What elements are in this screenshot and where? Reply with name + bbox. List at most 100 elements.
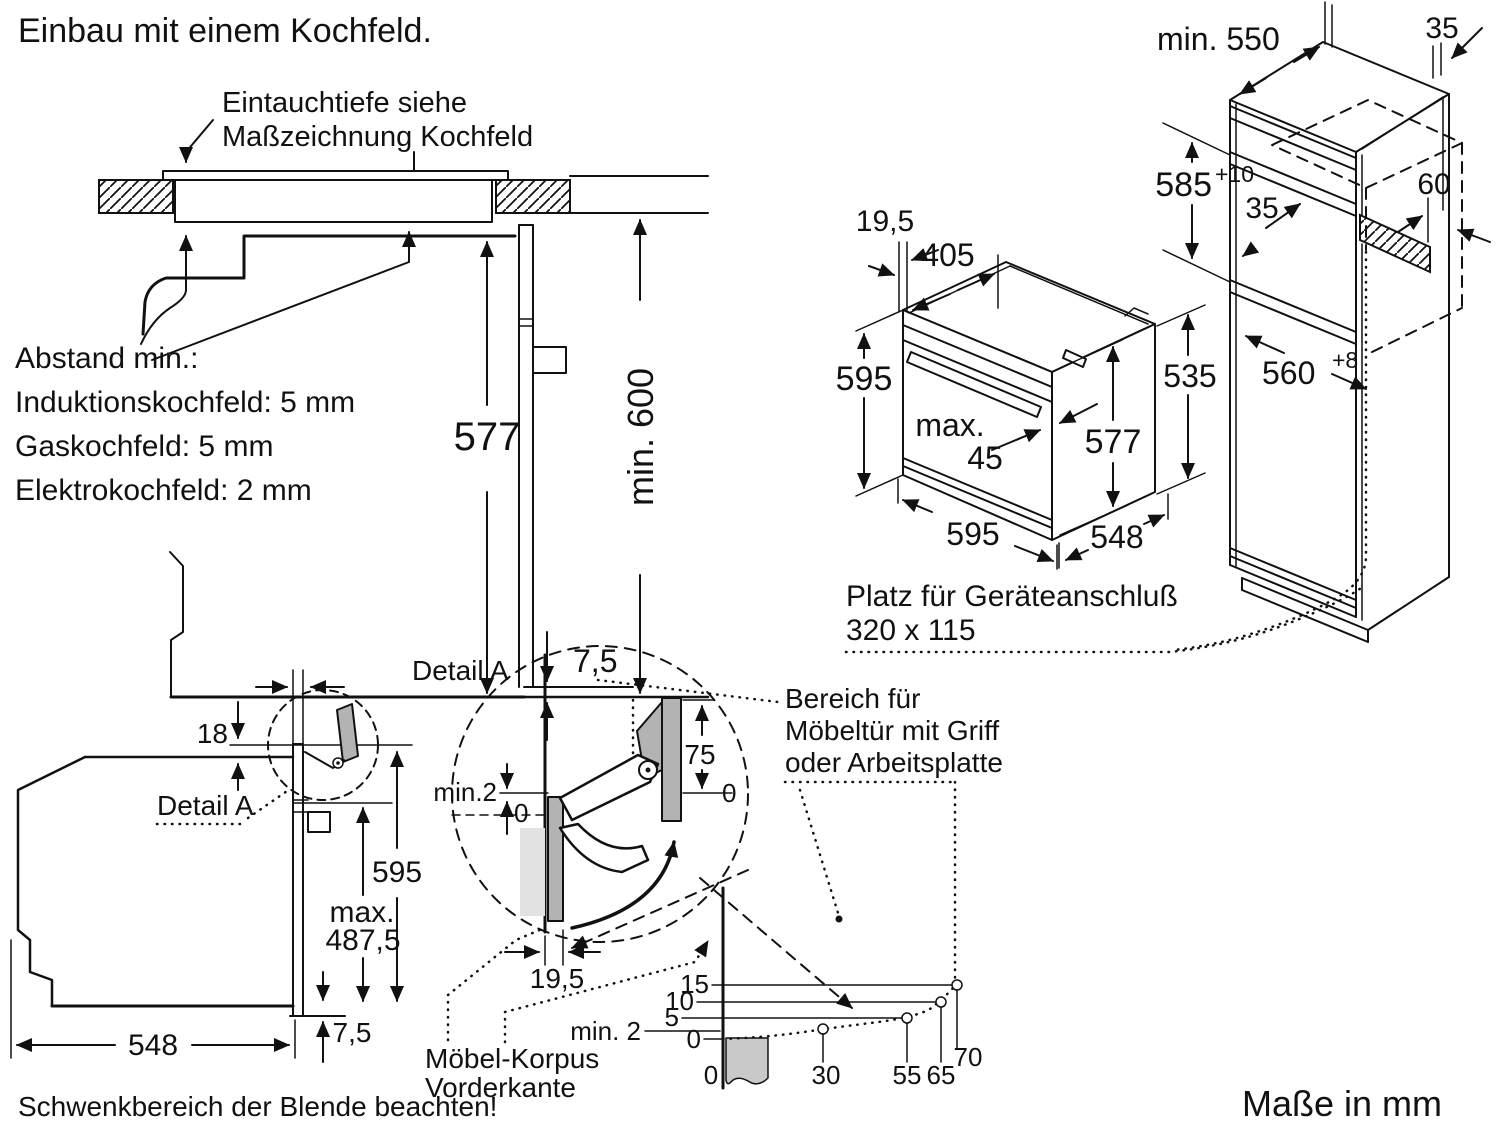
korpus-block bbox=[725, 1037, 769, 1085]
platz-label-line2: 320 x 115 bbox=[846, 614, 976, 647]
dim-min550: min. 550 bbox=[1157, 1, 1333, 95]
xlabel-30: 30 bbox=[812, 1060, 841, 1090]
abstand-title: Abstand min.: bbox=[15, 342, 198, 375]
hob-body bbox=[174, 179, 493, 223]
svg-text:+10: +10 bbox=[1215, 161, 1254, 187]
ylabel-15: 15 bbox=[680, 969, 709, 999]
ylabel-min2: min. 2 bbox=[570, 1016, 641, 1046]
svg-text:595: 595 bbox=[836, 360, 893, 398]
ylabel-10: 10 bbox=[665, 986, 694, 1016]
furniture-door-bar bbox=[661, 697, 682, 822]
cabinet-plinth bbox=[1229, 564, 1450, 643]
eintauchtiefe-note-line1: Eintauchtiefe siehe bbox=[222, 87, 467, 119]
svg-text:19,5: 19,5 bbox=[856, 205, 914, 238]
detail-a-ref-label: Detail A bbox=[157, 790, 254, 821]
dim-35-shelf: 35 bbox=[1242, 192, 1301, 257]
svg-text:0: 0 bbox=[722, 778, 736, 808]
side-grip-cutout bbox=[1062, 349, 1087, 368]
hinge-flap bbox=[336, 703, 359, 763]
dim-595-width: 595 bbox=[897, 478, 1058, 570]
oven-door-handle bbox=[906, 351, 1042, 418]
dim-577-oven: 577 bbox=[1059, 339, 1142, 536]
dim-max45: max. 45 bbox=[915, 403, 1098, 476]
dim-min600: min. 600 bbox=[620, 219, 661, 694]
xlabel-70: 70 bbox=[954, 1042, 983, 1072]
swing-range-chart: 15 10 5 min. 2 0 0 30 55 65 70 bbox=[570, 886, 983, 1090]
svg-text:min. 550: min. 550 bbox=[1157, 21, 1280, 57]
dim-35-wall: 35 bbox=[1425, 12, 1483, 79]
dim-585: 585 +10 bbox=[1155, 122, 1254, 283]
dim-577-left: 577 bbox=[454, 241, 520, 694]
dim-548-side: 548 bbox=[10, 939, 296, 1062]
side-knob bbox=[307, 811, 331, 833]
svg-text:18: 18 bbox=[197, 718, 228, 749]
abstand-induktion: Induktionskochfeld: 5 mm bbox=[15, 386, 355, 419]
detail-a-title: Detail A bbox=[412, 655, 509, 686]
svg-text:595: 595 bbox=[946, 516, 999, 552]
svg-text:35: 35 bbox=[1425, 12, 1458, 45]
cabinet-drawing: min. 550 35 585 +10 35 60 bbox=[1155, 1, 1491, 652]
detail-a-circle bbox=[451, 645, 749, 943]
svg-text:487,5: 487,5 bbox=[325, 924, 400, 957]
dim-60: 60 bbox=[1397, 168, 1491, 243]
svg-text:405: 405 bbox=[921, 237, 974, 273]
svg-text:7,5: 7,5 bbox=[573, 643, 617, 679]
xlabel-0: 0 bbox=[704, 1060, 718, 1090]
svg-text:548: 548 bbox=[128, 1029, 178, 1062]
svg-text:585: 585 bbox=[1155, 166, 1212, 204]
oven-front-panel bbox=[518, 224, 567, 688]
svg-text:535: 535 bbox=[1163, 358, 1216, 394]
dim-75-left: 7,5 bbox=[540, 631, 617, 741]
svg-text:60: 60 bbox=[1417, 168, 1450, 201]
svg-text:35: 35 bbox=[1245, 192, 1278, 225]
oven-3d-drawing: 19,5 405 595 535 max. 45 bbox=[836, 205, 1366, 654]
page-title: Einbau mit einem Kochfeld. bbox=[18, 12, 432, 50]
cabinet-shelves bbox=[1229, 105, 1357, 609]
dim-75-detail: 75 0 bbox=[682, 699, 736, 808]
swing-arrow bbox=[570, 840, 679, 930]
door-shadow bbox=[520, 828, 545, 916]
oven-knob bbox=[532, 346, 567, 374]
dim-535-side: 535 bbox=[1156, 304, 1217, 495]
svg-text:19,5: 19,5 bbox=[530, 963, 585, 994]
worktop-hatch-right bbox=[495, 179, 571, 214]
dim-4875: max. 487,5 bbox=[292, 802, 401, 1002]
units-note: Maße in mm bbox=[1242, 1083, 1442, 1124]
blende-panel bbox=[289, 669, 346, 1017]
svg-text:Möbeltür mit Griff: Möbeltür mit Griff bbox=[785, 715, 999, 746]
svg-text:7,5: 7,5 bbox=[333, 1017, 372, 1048]
schwenk-note: Schwenkbereich der Blende beachten! bbox=[18, 1091, 497, 1122]
cable-dotted-path bbox=[1172, 250, 1368, 652]
korpus-label: Möbel-Korpus Vorderkante bbox=[425, 927, 710, 1103]
dim-min2: min.2 0 bbox=[433, 763, 549, 835]
svg-text:max.: max. bbox=[915, 407, 984, 443]
svg-text:max.: max. bbox=[329, 896, 394, 929]
worktop-hatch-left bbox=[98, 179, 174, 214]
abstand-elektro: Elektrokochfeld: 2 mm bbox=[15, 474, 312, 507]
abstand-gas: Gaskochfeld: 5 mm bbox=[15, 430, 273, 463]
connection-hatch-strip bbox=[1359, 213, 1431, 274]
dim-595-height: 595 bbox=[836, 309, 904, 497]
svg-text:75: 75 bbox=[684, 739, 715, 770]
svg-text:595: 595 bbox=[372, 856, 422, 889]
svg-text:0: 0 bbox=[514, 798, 528, 828]
svg-text:+8: +8 bbox=[1332, 347, 1358, 373]
svg-text:548: 548 bbox=[1090, 519, 1143, 555]
blende-cross-section bbox=[547, 796, 564, 922]
svg-text:min.2: min.2 bbox=[433, 777, 497, 807]
phantom-oven-dashed bbox=[1271, 99, 1463, 353]
swing-curve bbox=[721, 985, 956, 1041]
ylabel-0: 0 bbox=[687, 1024, 701, 1054]
xlabel-65: 65 bbox=[927, 1060, 956, 1090]
hob-section-drawing: Eintauchtiefe siehe Maßzeichnung Kochfel… bbox=[15, 87, 710, 741]
svg-text:577: 577 bbox=[1085, 423, 1142, 461]
dim-595-side: 595 bbox=[372, 751, 422, 1002]
svg-text:min. 600: min. 600 bbox=[620, 368, 661, 506]
svg-text:oder Arbeitsplatte: oder Arbeitsplatte bbox=[785, 747, 1003, 778]
oven-side-view: 18 Detail A 595 max. 487,5 7,5 bbox=[10, 669, 497, 1122]
ylabel-5: 5 bbox=[665, 1002, 679, 1032]
bereich-label: Bereich für Möbeltür mit Griff oder Arbe… bbox=[783, 683, 1003, 982]
hob-glass bbox=[162, 170, 509, 181]
